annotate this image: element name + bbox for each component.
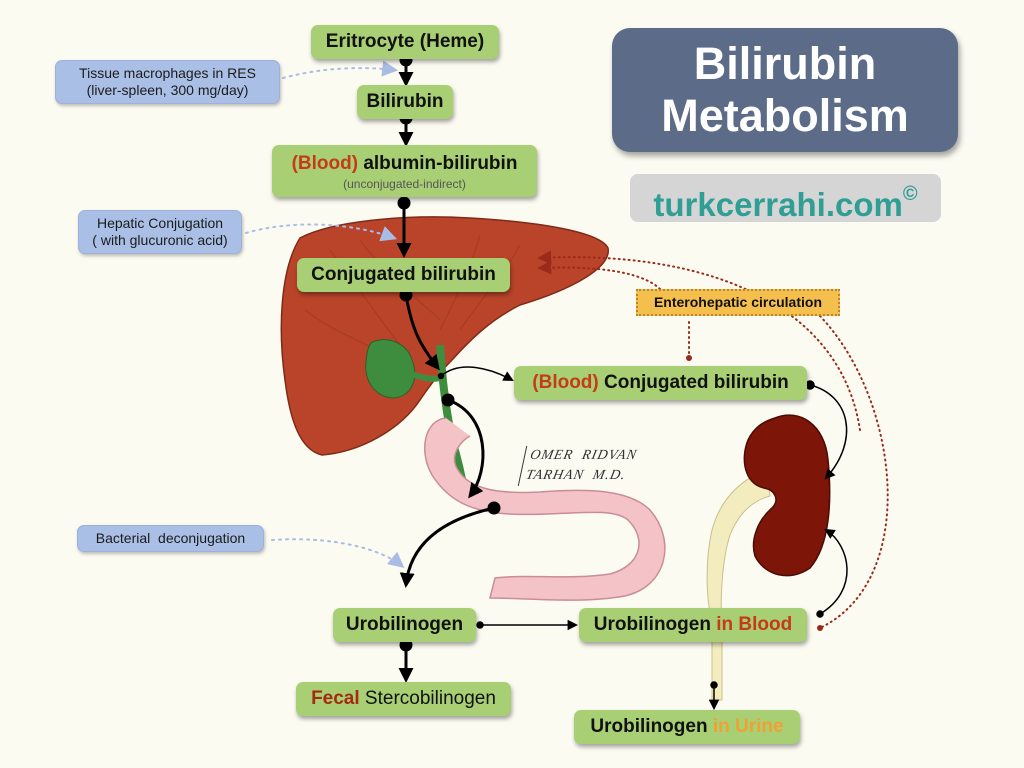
node-conjugated-label: Conjugated bilirubin bbox=[311, 264, 496, 285]
node-urobilinogen-label: Urobilinogen bbox=[345, 614, 464, 635]
note-hepatic-line-1: Hepatic Conjugation bbox=[96, 215, 224, 231]
note-hepatic-line-2: ( with glucuronic acid) bbox=[92, 232, 228, 248]
note-macrophages-line-2: (liver-spleen, 300 mg/day) bbox=[86, 82, 249, 98]
flow-arrows bbox=[396, 53, 501, 683]
enterohepatic-label: Enterohepatic circulation bbox=[653, 294, 823, 310]
signature-line-2: TARHAN M.D. bbox=[517, 466, 635, 486]
title-box: Bilirubin Metabolism bbox=[612, 28, 958, 152]
node-conjugated-bilirubin: Conjugated bilirubin bbox=[297, 258, 510, 292]
in-urine-label: in Urine bbox=[712, 716, 784, 737]
albumin-bilirubin-label: albumin-bilirubin bbox=[358, 153, 518, 174]
node-bilirubin-label: Bilirubin bbox=[366, 91, 444, 112]
site-watermark: turkcerrahi.com© bbox=[630, 174, 941, 223]
title-line-2: Metabolism bbox=[661, 90, 909, 141]
note-arrows bbox=[245, 60, 405, 569]
node-albumin-bilirubin: (Blood) albumin-bilirubin (unconjugated-… bbox=[272, 145, 537, 197]
urobilinogen-urine-label: Urobilinogen bbox=[590, 716, 713, 737]
fecal-label: Fecal bbox=[311, 688, 360, 709]
author-signature: OMER RIDVAN TARHAN M.D. bbox=[517, 446, 639, 486]
title-line-1: Bilirubin bbox=[693, 38, 877, 89]
intestine-illustration bbox=[423, 417, 666, 601]
enterohepatic-arrows bbox=[537, 250, 889, 631]
kidney-illustration bbox=[706, 414, 831, 701]
in-blood-label: in Blood bbox=[716, 614, 793, 635]
node-eritrocyte: Eritrocyte (Heme) bbox=[311, 25, 499, 59]
node-blood-conjugated-bilirubin: (Blood) Conjugated bilirubin bbox=[514, 366, 807, 400]
node-urobilinogen-in-urine: Urobilinogen in Urine bbox=[574, 710, 800, 744]
note-bacterial-label: Bacterial deconjugation bbox=[95, 530, 246, 546]
signature-line-1: OMER RIDVAN bbox=[522, 446, 639, 466]
node-urobilinogen-in-blood: Urobilinogen in Blood bbox=[579, 608, 807, 642]
node-urobilinogen: Urobilinogen bbox=[333, 608, 476, 642]
urobilinogen-blood-label: Urobilinogen bbox=[593, 614, 717, 635]
site-name: turkcerrahi.com bbox=[653, 186, 903, 223]
node-bilirubin: Bilirubin bbox=[357, 85, 453, 119]
note-macrophages-line-1: Tissue macrophages in RES bbox=[79, 65, 256, 81]
thin-arrows bbox=[437, 366, 848, 711]
note-enterohepatic-circulation: Enterohepatic circulation bbox=[636, 289, 840, 316]
note-tissue-macrophages: Tissue macrophages in RES (liver-spleen,… bbox=[55, 60, 280, 104]
stercobilinogen-label: Stercobilinogen bbox=[359, 688, 496, 709]
node-eritrocyte-label: Eritrocyte (Heme) bbox=[325, 31, 485, 52]
blood-label-2: (Blood) bbox=[532, 372, 599, 393]
unconjugated-indirect-label: (unconjugated-indirect) bbox=[343, 177, 466, 191]
copyright-symbol: © bbox=[902, 183, 918, 205]
blood-conjugated-label: Conjugated bilirubin bbox=[598, 372, 789, 393]
node-fecal-stercobilinogen: Fecal Stercobilinogen bbox=[296, 682, 511, 716]
note-hepatic-conjugation: Hepatic Conjugation ( with glucuronic ac… bbox=[78, 210, 242, 254]
blood-label: (Blood) bbox=[291, 153, 359, 174]
note-bacterial-deconjugation: Bacterial deconjugation bbox=[77, 525, 264, 552]
